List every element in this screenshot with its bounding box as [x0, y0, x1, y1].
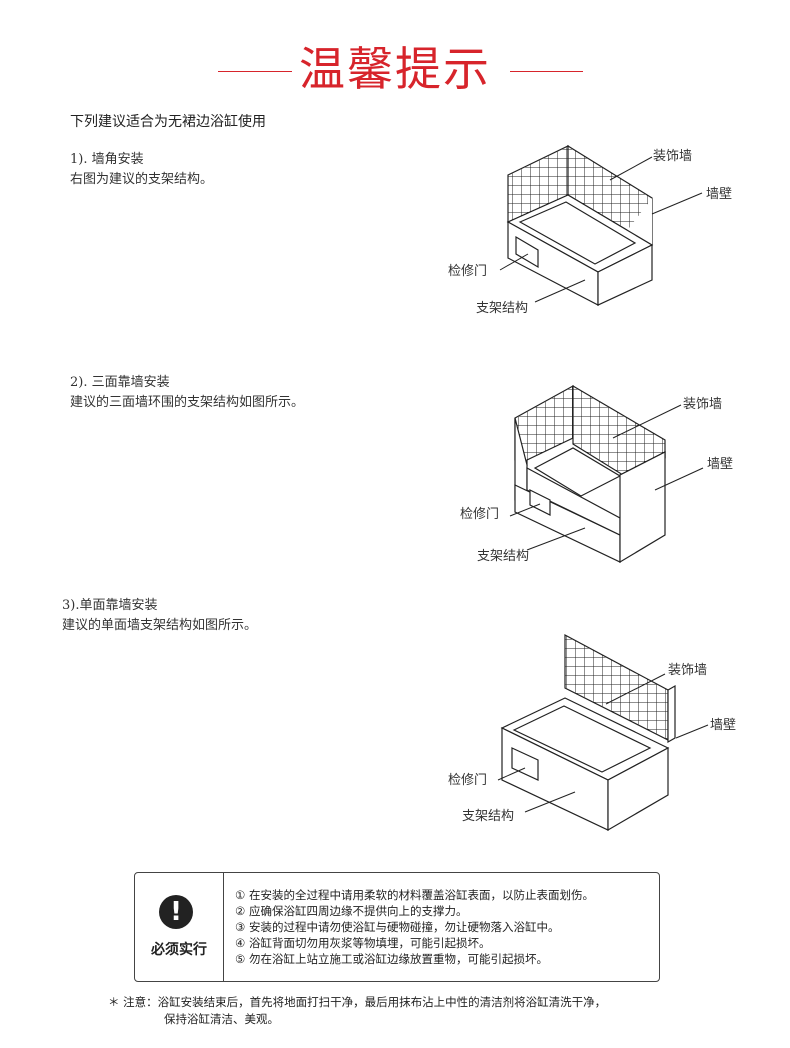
intro-text: 下列建议适合为无裙边浴缸使用	[70, 114, 266, 130]
s1-wall-label: 墙壁	[706, 187, 732, 202]
section-3-heading: 3).单面靠墙安装	[62, 598, 158, 613]
s3-frame-label: 支架结构	[462, 809, 514, 824]
s3-wall-label: 墙壁	[710, 718, 736, 733]
s3-access-door-label: 检修门	[448, 773, 487, 788]
s1-access-door-label: 检修门	[448, 264, 487, 279]
section-1-heading: 1). 墙角安装	[70, 152, 144, 167]
section-3-desc: 建议的单面墙支架结构如图所示。	[62, 618, 258, 633]
warning-list: ① 在安装的全过程中请用柔软的材料覆盖浴缸表面，以防止表面划伤。 ② 应确保浴缸…	[235, 887, 594, 967]
warning-label: 必须实行	[151, 942, 207, 958]
section-1-desc: 右图为建议的支架结构。	[70, 172, 214, 187]
warning-item: ③ 安装的过程中请勿使浴缸与硬物碰撞，勿让硬物落入浴缸中。	[235, 920, 560, 934]
warning-item: ④ 浴缸背面切勿用灰浆等物填埋，可能引起损坏。	[235, 936, 491, 950]
exclamation-icon: !	[159, 895, 193, 929]
s2-frame-label: 支架结构	[477, 549, 529, 564]
warning-box: ! 必须实行 ① 在安装的全过程中请用柔软的材料覆盖浴缸表面，以防止表面划伤。 …	[134, 872, 660, 982]
s1-frame-label: 支架结构	[476, 301, 528, 316]
warning-item: ② 应确保浴缸四周边缘不提供向上的支撑力。	[235, 904, 468, 918]
title-right-rule	[510, 71, 583, 72]
s2-wall-label: 墙壁	[707, 457, 733, 472]
single-wall-install-diagram: 装饰墙 墙壁 检修门 支架结构	[448, 633, 736, 832]
footnote-line-1: ＊ 注意：浴缸安装结束后，首先将地面打扫干净，最后用抹布沾上中性的清洁剂将浴缸清…	[108, 995, 607, 1009]
section-2-heading: 2). 三面靠墙安装	[70, 375, 170, 390]
three-wall-install-diagram: 装饰墙 墙壁 检修门 支架结构	[460, 384, 733, 564]
footnote-line-2: 保持浴缸清洁、美观。	[164, 1012, 279, 1026]
warning-item: ⑤ 勿在浴缸上站立施工或浴缸边缘放置重物，可能引起损坏。	[235, 952, 548, 966]
s2-access-door-label: 检修门	[460, 507, 499, 522]
s1-deco-wall-label: 装饰墙	[653, 149, 692, 164]
section-2-desc: 建议的三面墙环围的支架结构如图所示。	[70, 395, 305, 410]
warning-item: ① 在安装的全过程中请用柔软的材料覆盖浴缸表面，以防止表面划伤。	[235, 888, 594, 902]
warning-left-panel: ! 必须实行	[135, 873, 224, 981]
footnote: ＊ 注意：浴缸安装结束后，首先将地面打扫干净，最后用抹布沾上中性的清洁剂将浴缸清…	[108, 994, 606, 1028]
s3-deco-wall-label: 装饰墙	[668, 663, 707, 678]
title-left-rule	[218, 71, 292, 72]
page-title: 温馨提示	[299, 42, 491, 96]
corner-install-diagram: 装饰墙 墙壁 检修门 支架结构	[448, 144, 732, 316]
s2-deco-wall-label: 装饰墙	[683, 397, 722, 412]
